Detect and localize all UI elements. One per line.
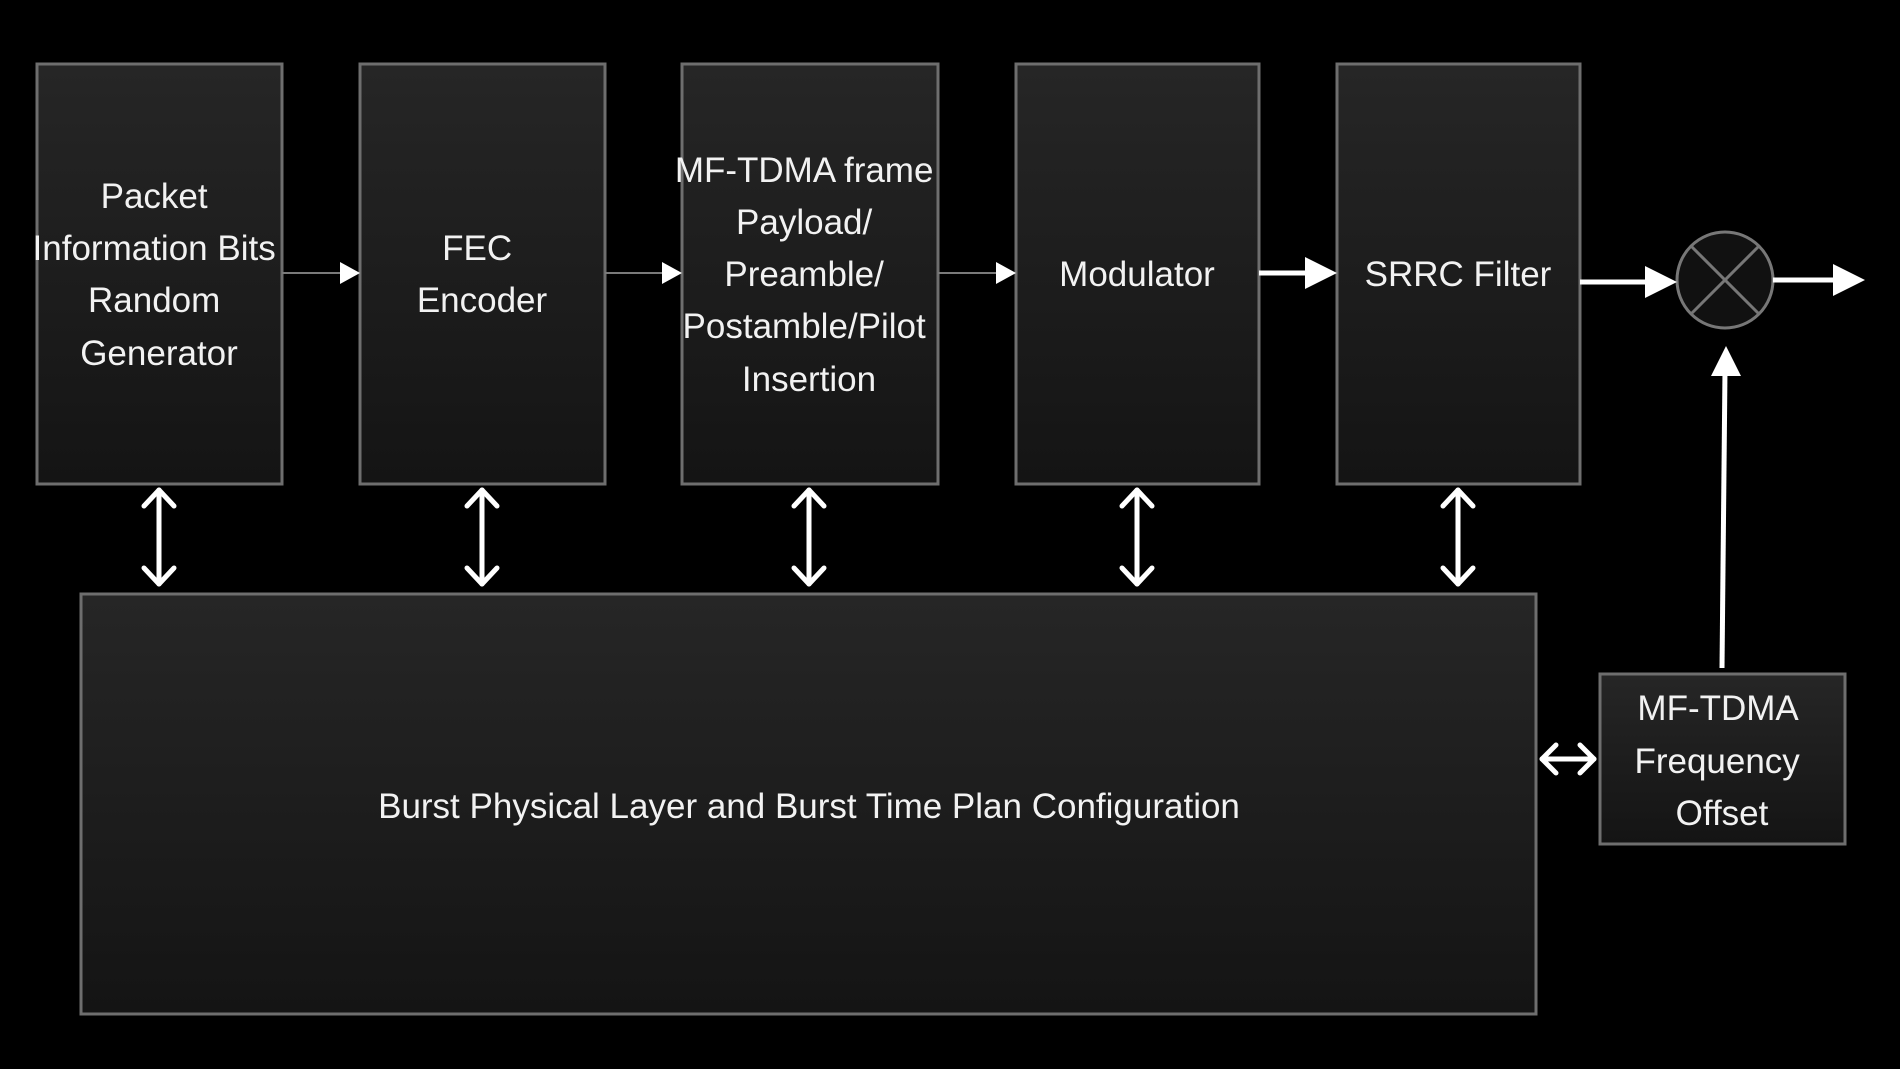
arrow-srrc-to-mixer <box>1580 266 1677 298</box>
fec-encoder-block: FEC Encoder <box>358 62 607 486</box>
packet-generator-line-3: Random <box>88 281 220 320</box>
double-arrow-generator-config <box>141 487 177 587</box>
configuration-label: Burst Physical Layer and Burst Time Plan… <box>378 787 1240 826</box>
packet-generator-line-4: Generator <box>80 334 238 373</box>
double-arrow-config-frequency <box>1539 742 1597 776</box>
fec-encoder-line-1: FEC <box>442 229 512 268</box>
srrc-filter-block: SRRC Filter <box>1335 62 1582 486</box>
arrow-frequency-to-mixer <box>1711 346 1741 669</box>
arrow-modulator-to-srrc <box>1259 257 1337 289</box>
svg-text:SRRC Filter: SRRC Filter <box>1365 255 1552 294</box>
frame-insertion-block: MF-TDMA frame Payload/ Preamble/ Postamb… <box>675 62 943 486</box>
frequency-offset-line-3: Offset <box>1676 794 1769 833</box>
svg-text:FEC Encoder: FEC Encoder <box>417 229 548 320</box>
frequency-offset-line-2: Frequency <box>1634 742 1800 781</box>
double-arrow-srrc-config <box>1440 487 1476 587</box>
frame-insertion-line-5: Insertion <box>742 360 876 399</box>
frequency-offset-line-1: MF-TDMA <box>1637 689 1799 728</box>
svg-text:MF-TDMA Frequency: MF-TDMA Frequency Offset <box>1634 689 1809 833</box>
modulator-block: Modulator <box>1014 62 1261 486</box>
configuration-block: Burst Physical Layer and Burst Time Plan… <box>79 592 1538 1016</box>
packet-generator-block: Packet Information Bits Random Generator <box>33 62 286 486</box>
double-arrow-modulator-config <box>1119 487 1155 587</box>
fec-encoder-line-2: Encoder <box>417 281 548 320</box>
packet-generator-line-1: Packet <box>101 177 208 216</box>
svg-text:Packet Information Bits: Packet Information Bits Random Generator <box>33 177 286 373</box>
modulator-label: Modulator <box>1059 255 1215 294</box>
frame-insertion-line-3: Preamble/ <box>724 255 884 294</box>
svg-text:MF-TDMA frame Payload/: MF-TDMA frame Payload/ Preamble/ Postamb… <box>675 151 943 399</box>
arrow-fec-to-frame <box>605 262 682 284</box>
frame-insertion-line-4: Postamble/Pilot <box>683 307 926 346</box>
arrow-mixer-output <box>1773 264 1865 296</box>
arrow-generator-to-fec <box>282 262 360 284</box>
multiplier-circle-icon <box>1675 230 1775 330</box>
frame-insertion-line-1: MF-TDMA frame <box>675 151 934 190</box>
double-arrow-frame-config <box>791 487 827 587</box>
srrc-filter-label: SRRC Filter <box>1365 255 1552 294</box>
double-arrow-fec-config <box>464 487 500 587</box>
packet-generator-line-2: Information Bits <box>33 229 276 268</box>
svg-text:Modulator: Modulator <box>1059 255 1215 294</box>
arrow-frame-to-modulator <box>938 262 1016 284</box>
frequency-offset-block: MF-TDMA Frequency Offset <box>1598 672 1847 846</box>
frame-insertion-line-2: Payload/ <box>736 203 872 242</box>
